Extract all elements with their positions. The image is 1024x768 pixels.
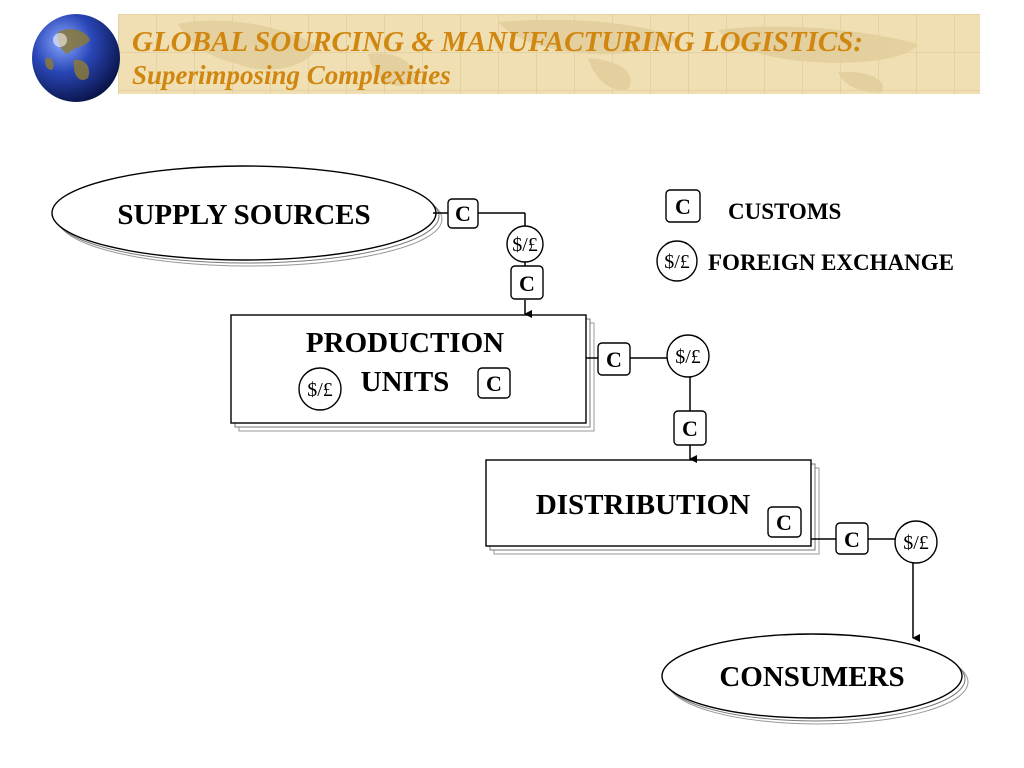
fx-symbol: $/£ [307,379,333,401]
customs-symbol: C [682,416,698,441]
foreign-exchange-circle: $/£ [894,520,938,564]
map-banner [118,14,980,94]
distribution-label: DISTRIBUTION [536,489,750,521]
customs-symbol: C [455,201,471,226]
supply-sources-label: SUPPLY SOURCES [117,199,370,231]
legend-customs-label: CUSTOMS [728,199,841,224]
foreign-exchange-circle: $/£ [506,225,544,263]
customs-symbol: C [486,371,502,396]
legend-customs: C CUSTOMS [665,189,841,224]
consumers-label: CONSUMERS [719,661,904,693]
slide-subtitle: Superimposing Complexities [132,59,451,90]
fx-symbol: $/£ [903,532,929,554]
customs-box: C [597,342,631,376]
legend-fx-symbol: $/£ [664,251,690,273]
foreign-exchange-circle: $/£ [666,334,710,378]
globe-icon [32,14,120,102]
units-label: UNITS [361,366,450,398]
customs-box: C [477,367,511,399]
consumers-node: CONSUMERS [661,633,969,725]
customs-box: C [510,265,544,300]
foreign-exchange-circle: $/£ [298,367,342,411]
production-label: PRODUCTION [306,327,504,359]
legend-customs-symbol: C [675,194,691,219]
distribution-node: DISTRIBUTION [485,459,820,555]
production-units-node: PRODUCTION UNITS [230,314,595,432]
fx-symbol: $/£ [512,234,538,256]
customs-symbol: C [606,347,622,372]
supply-sources-node: SUPPLY SOURCES [51,165,443,267]
connectors [433,212,920,642]
legend-fx-label: FOREIGN EXCHANGE [708,250,954,275]
customs-box: C [767,506,802,538]
title-block: GLOBAL SOURCING & MANUFACTURING LOGISTIC… [132,26,863,92]
customs-box: C [673,410,707,446]
fx-symbol: $/£ [675,346,701,368]
customs-symbol: C [776,510,792,535]
legend-fx: $/£ FOREIGN EXCHANGE [656,240,954,282]
customs-box: C [835,522,869,555]
customs-box: C [447,198,479,229]
customs-symbol: C [844,527,860,552]
slide-title: GLOBAL SOURCING & MANUFACTURING LOGISTIC… [132,26,864,58]
customs-symbol: C [519,271,535,296]
legend: C CUSTOMS $/£ FOREIGN EXCHANGE [656,189,954,282]
